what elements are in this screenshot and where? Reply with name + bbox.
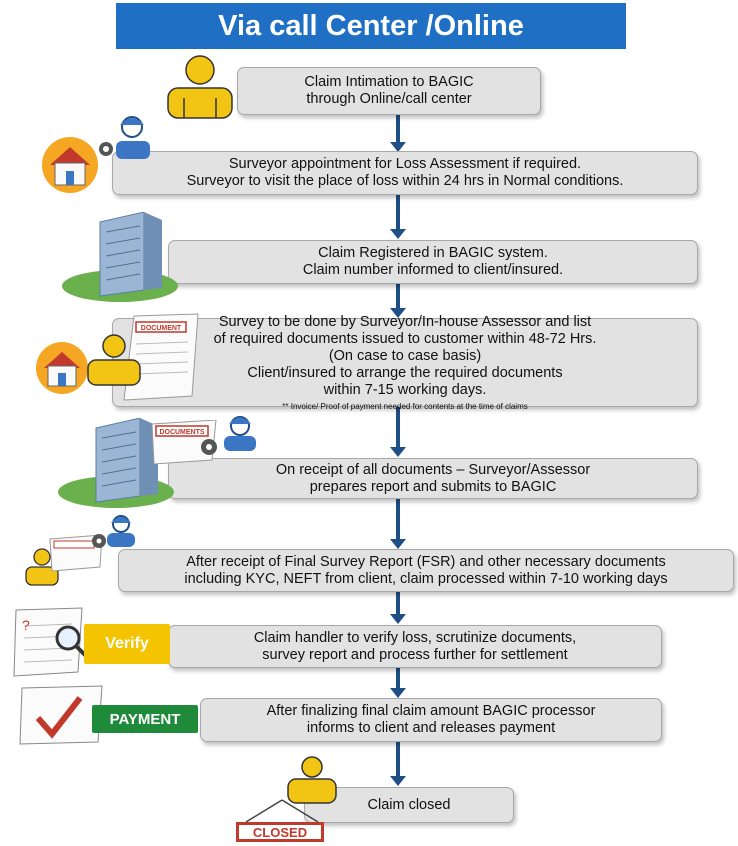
step-line: Claim handler to verify loss, scrutinize… — [253, 629, 577, 646]
step-payment: After finalizing final claim amount BAGI… — [200, 698, 662, 742]
person-icon — [25, 548, 59, 586]
building-icon — [58, 418, 174, 508]
step-line: of required documents issued to customer… — [213, 330, 597, 347]
step-line: Client/insured to arrange the required d… — [247, 364, 563, 381]
arrow-3 — [390, 282, 406, 318]
step-claim-closed: Claim closed — [304, 787, 514, 823]
step-note: ** Invoice/ Proof of payment needed for … — [282, 401, 528, 411]
surveyor-house-icon — [42, 116, 150, 193]
sign-strings-icon — [245, 799, 319, 823]
step-verify: Claim handler to verify loss, scrutinize… — [168, 625, 662, 668]
gear-icon — [201, 439, 217, 455]
documents-icon: DOCUMENTS — [151, 420, 217, 464]
step-survey-documents: Survey to be done by Surveyor/In-house A… — [112, 314, 698, 411]
svg-text:?: ? — [22, 617, 30, 633]
step-surveyor-appointment: Surveyor appointment for Loss Assessment… — [112, 151, 698, 195]
person-icon — [287, 756, 337, 804]
checklist-icon: ? — [13, 607, 83, 677]
building-icon — [62, 212, 178, 302]
person-icon — [167, 55, 233, 119]
document-label: DOCUMENT — [141, 325, 182, 332]
step-line: (On case to case basis) — [328, 347, 482, 364]
step-fsr-processing: After receipt of Final Survey Report (FS… — [118, 549, 734, 592]
step-line: Survey to be done by Surveyor/In-house A… — [218, 313, 592, 330]
arrow-6 — [390, 590, 406, 624]
arrow-1 — [390, 114, 406, 152]
surveyor-icon — [224, 416, 256, 451]
step-line: Surveyor appointment for Loss Assessment… — [228, 156, 582, 172]
page-title: Via call Center /Online — [116, 3, 626, 49]
arrow-4 — [390, 405, 406, 457]
documents-label: DOCUMENTS — [159, 429, 204, 436]
surveyor-icon — [107, 515, 135, 547]
arrow-5 — [390, 497, 406, 549]
step-line: After finalizing final claim amount BAGI… — [266, 703, 596, 719]
step-claim-intimation: Claim Intimation to BAGIC through Online… — [237, 67, 541, 115]
gear-icon — [92, 534, 106, 548]
payment-label: PAYMENT — [92, 705, 198, 733]
step-line: prepares report and submits to BAGIC — [309, 478, 557, 495]
step-line: Claim closed — [367, 796, 451, 813]
house-icon — [36, 342, 88, 394]
step-line: including KYC, NEFT from client, claim p… — [184, 570, 668, 587]
step-line: Claim Intimation to BAGIC — [304, 74, 474, 90]
step-line: through Online/call center — [306, 91, 472, 107]
step-line: Surveyor to visit the place of loss with… — [186, 173, 624, 189]
closed-sign: CLOSED — [236, 822, 324, 842]
step-line: survey report and process further for se… — [262, 646, 568, 663]
step-line: After receipt of Final Survey Report (FS… — [186, 553, 666, 570]
step-line: Claim Registered in BAGIC system. — [318, 245, 548, 261]
step-line: within 7-15 working days. — [323, 381, 487, 398]
person-icon — [87, 334, 141, 386]
payment-check-icon — [19, 685, 103, 745]
document-icon — [49, 535, 103, 571]
step-line: informs to client and releases payment — [306, 720, 556, 736]
step-report-submission: On receipt of all documents – Surveyor/A… — [168, 458, 698, 499]
arrow-8 — [390, 740, 406, 786]
arrow-2 — [390, 193, 406, 239]
step-line: Claim number informed to client/insured. — [302, 262, 564, 278]
step-line: On receipt of all documents – Surveyor/A… — [275, 461, 591, 478]
document-icon: DOCUMENT — [123, 313, 199, 401]
step-claim-registered: Claim Registered in BAGIC system. Claim … — [168, 240, 698, 284]
verify-label: Verify — [84, 624, 170, 664]
arrow-7 — [390, 666, 406, 698]
